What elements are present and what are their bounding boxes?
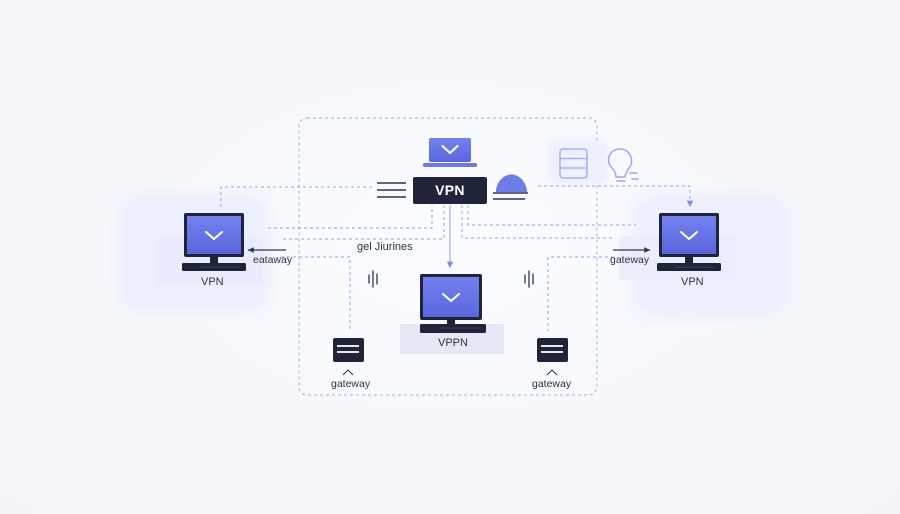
left-node-label: VPN bbox=[201, 276, 224, 288]
vpn-hub-label: VPN bbox=[435, 182, 465, 198]
connection-lines bbox=[220, 185, 694, 331]
top-laptop-icon bbox=[423, 138, 477, 167]
center-node-label: VPPN bbox=[438, 337, 468, 349]
menu-lines-icon bbox=[377, 182, 406, 198]
signal-left-icon bbox=[368, 270, 378, 288]
right-link-label: gateway bbox=[610, 254, 650, 266]
signal-right-icon bbox=[524, 270, 534, 288]
right-gateway-label: gateway bbox=[532, 378, 572, 390]
center-monitor-icon[interactable] bbox=[420, 274, 486, 333]
cloud-icon bbox=[493, 174, 528, 200]
right-gateway-icon[interactable] bbox=[537, 338, 568, 376]
center-caption: gel Jiurines bbox=[357, 241, 413, 253]
server-icon-card bbox=[548, 140, 606, 184]
lightbulb-icon bbox=[607, 148, 639, 182]
left-link-label: eataway bbox=[253, 254, 293, 266]
vpn-hub[interactable]: VPN bbox=[413, 177, 487, 204]
right-node-label: VPN bbox=[681, 276, 704, 288]
right-monitor-icon[interactable] bbox=[657, 213, 721, 271]
left-gateway-label: gateway bbox=[331, 378, 371, 390]
left-monitor-icon[interactable] bbox=[182, 213, 246, 271]
left-gateway-icon[interactable] bbox=[333, 338, 364, 376]
